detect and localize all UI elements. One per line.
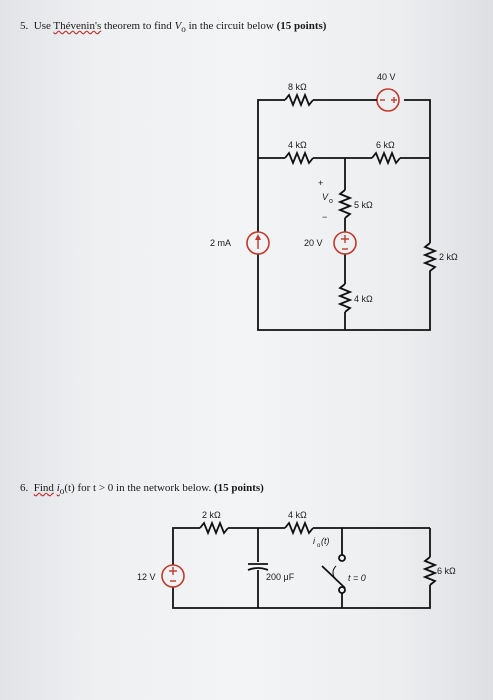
label-8k: 8 kΩ: [288, 82, 307, 92]
label-2ma: 2 mA: [210, 238, 231, 248]
label-5k: 5 kΩ: [354, 200, 373, 210]
voltage-source-20v: [333, 231, 357, 255]
resistor-4k-c2: [284, 520, 314, 536]
label-2k-c2: 2 kΩ: [202, 510, 221, 520]
resistor-5k: [337, 189, 353, 219]
switch-blade: [321, 565, 346, 589]
resistor-8k: [284, 92, 314, 108]
resistor-6k: [371, 150, 401, 166]
label-4k-bottom: 4 kΩ: [354, 294, 373, 304]
resistor-4k-top: [284, 150, 314, 166]
label-20v: 20 V: [304, 238, 323, 248]
problem-5-statement: 5. Use Thévenin's theorem to find Vo in …: [20, 20, 327, 35]
label-vo: V: [322, 192, 329, 202]
label-40v: 40 V: [377, 72, 396, 82]
svg-text:(t): (t): [321, 536, 330, 546]
label-vo-minus: −: [322, 212, 327, 222]
label-12v: 12 V: [137, 572, 156, 582]
label-vo-plus: +: [318, 178, 323, 188]
label-4k-top: 4 kΩ: [288, 140, 307, 150]
label-6k-c2: 6 kΩ: [437, 566, 456, 576]
label-switch: t = 0: [348, 573, 366, 583]
voltage-source-12v: [161, 564, 185, 588]
label-200uf: 200 μF: [266, 572, 295, 582]
thevenin-word: Thévenin's: [53, 20, 102, 32]
resistor-6k-c2: [422, 556, 438, 586]
label-6k: 6 kΩ: [376, 140, 395, 150]
svg-text:o: o: [317, 543, 321, 549]
problem-6-points: (15 points): [214, 482, 264, 494]
label-4k-c2: 4 kΩ: [288, 510, 307, 520]
resistor-4k-bottom: [337, 283, 353, 313]
svg-text:o: o: [329, 198, 333, 205]
current-source-2ma: [246, 231, 270, 255]
switch-arrow: [332, 565, 337, 581]
problem-6-statement: 6. Find io(t) for t > 0 in the network b…: [20, 482, 264, 497]
resistor-2k-c2: [199, 520, 229, 536]
label-io: i: [313, 536, 316, 546]
problem-5-points: (15 points): [276, 20, 327, 32]
resistor-2k: [422, 242, 438, 275]
label-2k: 2 kΩ: [439, 252, 458, 262]
